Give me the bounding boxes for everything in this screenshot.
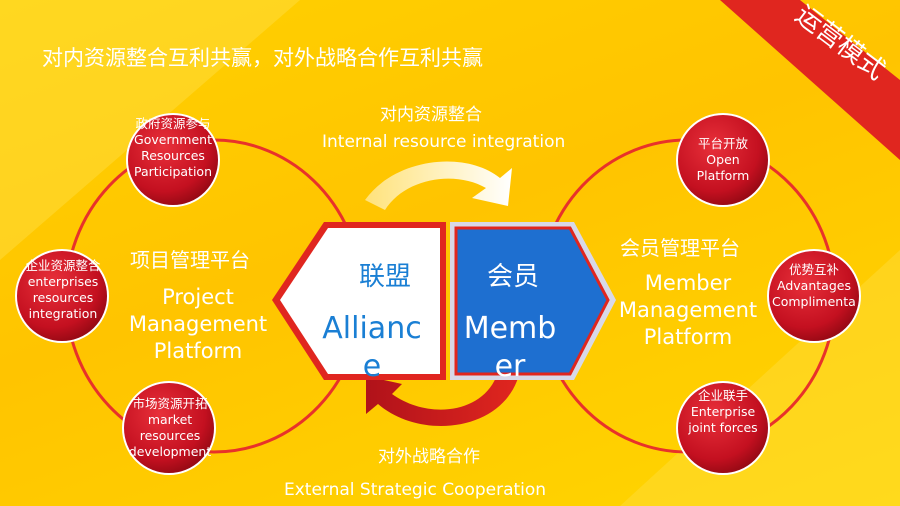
right-platform-cn: 会员管理平台: [620, 236, 740, 260]
node-enterprise-joint-cn: 企业联手: [697, 388, 748, 403]
node-advantages: 优势互补 Advantages Complimentary: [772, 262, 856, 338]
alliance-en: Alliance: [322, 311, 422, 384]
page-title: 对内资源整合互利共赢，对外战略合作互利共赢: [42, 46, 483, 70]
node-open-platform: 平台开放 Open Platform: [684, 136, 762, 196]
node-enterprise-joint: 企业联手 Enterprise joint forces: [684, 388, 762, 448]
node-enterprise-joint-en: Enterprise joint forces: [688, 404, 758, 435]
member-shape: [454, 226, 610, 376]
member-cn: 会员: [486, 262, 539, 292]
node-advantages-en: Advantages Complimentary: [772, 278, 856, 309]
left-platform-cn: 项目管理平台: [130, 248, 250, 272]
node-enterprise-joint-circle: [676, 381, 770, 475]
top-flow-cn: 对内资源整合: [380, 105, 482, 125]
node-advantages-circle: [767, 249, 861, 343]
node-enterprises: 企业资源整合 enterprises resources integration: [22, 258, 104, 338]
node-government-cn: 政府资源参与: [135, 116, 211, 131]
alliance-cn: 联盟: [358, 262, 411, 292]
top-flow-arrow: [365, 161, 512, 210]
node-government: 政府资源参与 Government Resources Participatio…: [132, 116, 214, 206]
top-flow-en: Internal resource integration: [322, 132, 566, 152]
right-platform-en: Member Management Platform: [618, 271, 758, 349]
node-government-en: Government Resources Participation: [133, 132, 213, 179]
node-enterprises-cn: 企业资源整合: [25, 258, 101, 273]
bottom-flow-cn: 对外战略合作: [378, 447, 480, 467]
node-open-platform-circle: [676, 113, 770, 207]
node-market-cn: 市场资源开拓: [132, 396, 208, 411]
node-market: 市场资源开拓 market resources development: [128, 396, 212, 466]
member-en: Member: [463, 311, 557, 384]
bottom-flow-arrow: [366, 372, 518, 426]
corner-ribbon: [720, 0, 900, 160]
node-open-platform-cn: 平台开放: [697, 136, 748, 151]
alliance-shape: [280, 228, 440, 374]
node-market-circle: [122, 381, 216, 475]
node-open-platform-en: Open Platform: [696, 152, 750, 183]
bottom-flow-en: External Strategic Cooperation: [284, 480, 547, 500]
node-government-circle: [126, 113, 220, 207]
node-enterprises-en: enterprises resources integration: [27, 274, 99, 321]
left-platform-en: Project Management Platform: [128, 285, 268, 363]
node-advantages-cn: 优势互补: [788, 262, 839, 277]
node-enterprises-circle: [15, 249, 109, 343]
node-market-en: market resources development: [128, 412, 212, 459]
